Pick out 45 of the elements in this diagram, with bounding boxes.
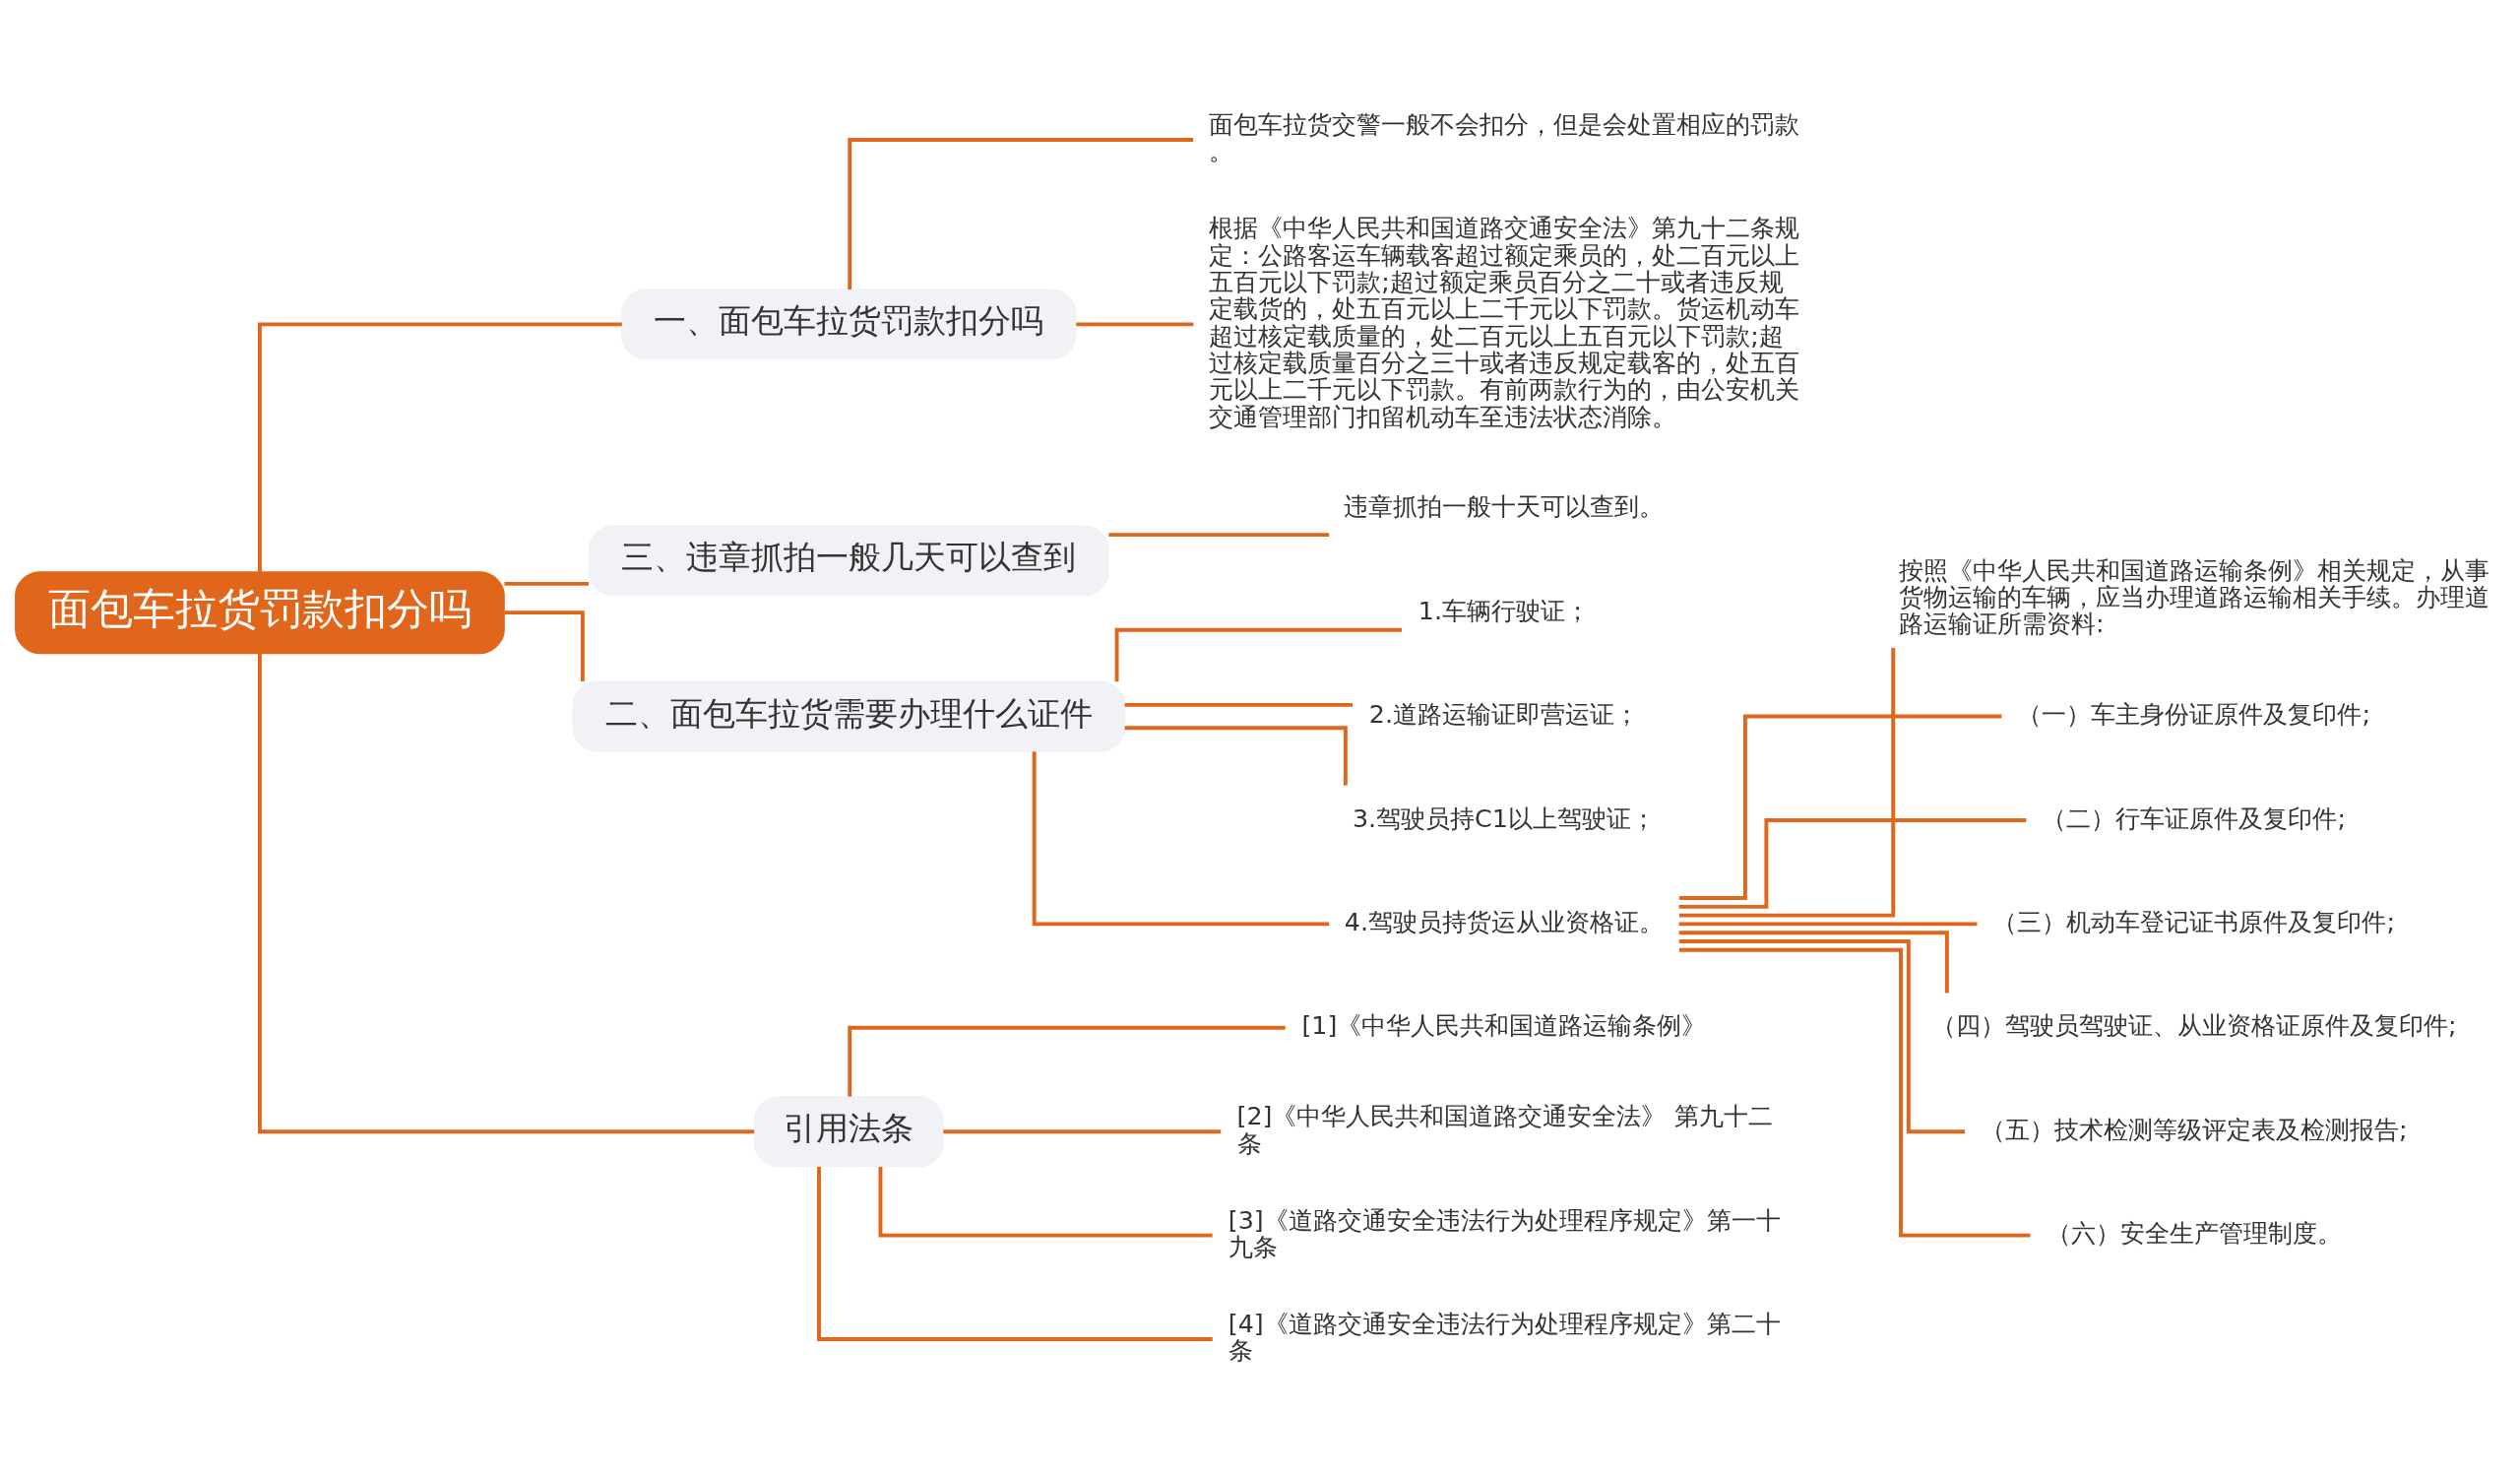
connector: [504, 581, 590, 586]
node-box: 面包车拉货罚款扣分吗: [15, 570, 505, 654]
node-text: （二）行车证原件及复印件;: [2042, 803, 2346, 833]
node-text: 2.道路运输证即营运证；: [1368, 698, 1640, 729]
node-text: 1.车辆行驶证；: [1418, 595, 1591, 625]
connector: [504, 610, 585, 681]
connector: [1076, 321, 1194, 326]
node-text: [2]《中华人民共和国道路交通安全法》 第九十二条: [1236, 1100, 1773, 1158]
node-text: （三）机动车登记证书原件及复印件;: [1992, 906, 2395, 936]
connector: [1124, 725, 1348, 786]
node-text: [1]《中华人民共和国道路运输条例》: [1301, 1009, 1707, 1040]
connector: [817, 1166, 1213, 1341]
node-text: （六）安全生产管理制度。: [2046, 1217, 2342, 1248]
connector: [1678, 938, 1966, 1133]
node-text: （四）驾驶员驾驶证、从业资格证原件及复印件;: [1930, 1009, 2457, 1040]
node-box: 二、面包车拉货需要办理什么证件: [572, 679, 1126, 752]
connector: [1678, 930, 1949, 993]
node-box: 引用法条: [753, 1095, 944, 1167]
node-text: 3.驾驶员持C1以上驾驶证；: [1352, 803, 1656, 833]
node-text: 违章抓拍一般十天可以查到。: [1344, 490, 1665, 521]
connector: [943, 1128, 1222, 1133]
node-text: 4.驾驶员持货运从业资格证。: [1344, 906, 1665, 936]
node-text: （一）车主身份证原件及复印件;: [2017, 698, 2370, 729]
connector: [1114, 627, 1403, 681]
connector: [1678, 947, 2031, 1238]
node-text: 按照《中华人民共和国道路运输条例》相关规定，从事货物运输的车辆，应当办理道路运输相关手续。办理道路运输证所需资料:: [1899, 554, 2490, 638]
connector: [1124, 702, 1353, 707]
node-text: 面包车拉货交警一般不会扣分，但是会处置相应的罚款。: [1209, 108, 1800, 165]
connector: [848, 1025, 1286, 1097]
connector: [1678, 714, 2002, 900]
node-box: 三、违章抓拍一般几天可以查到: [588, 524, 1109, 597]
connector: [848, 137, 1194, 289]
connector: [258, 321, 622, 572]
node-text: [4]《道路交通安全违法行为处理程序规定》第二十条: [1228, 1308, 1781, 1365]
connector: [258, 653, 755, 1133]
node-text: （五）技术检测等级评定表及检测报告;: [1980, 1114, 2408, 1144]
node-text: [3]《道路交通安全违法行为处理程序规定》第一十九条: [1228, 1204, 1781, 1261]
connector: [1678, 921, 1978, 926]
node-box: 一、面包车拉货罚款扣分吗: [620, 288, 1077, 359]
connector: [1678, 647, 1896, 918]
connector: [1678, 817, 2027, 909]
node-text: 根据《中华人民共和国道路交通安全法》第九十二条规定：公路客运车辆载客超过额定乘员的，处二百元以上五百元以下罚款;超过额定乘员百分之二十或者违反规定载货的，处五百元以上二千元以下罚款。货运机动车超过核定载质量的，处二百元以上五百元以下罚款;超过核定载质量百分之三十或者违反规定载客的，处五百元以上二千元以下罚款。有前两款行为的，由公安机关交通管理部门扣留机动车至违法状态消除。: [1209, 212, 1800, 431]
connector: [878, 1166, 1213, 1238]
connector: [1108, 532, 1330, 537]
connector: [1032, 750, 1330, 926]
